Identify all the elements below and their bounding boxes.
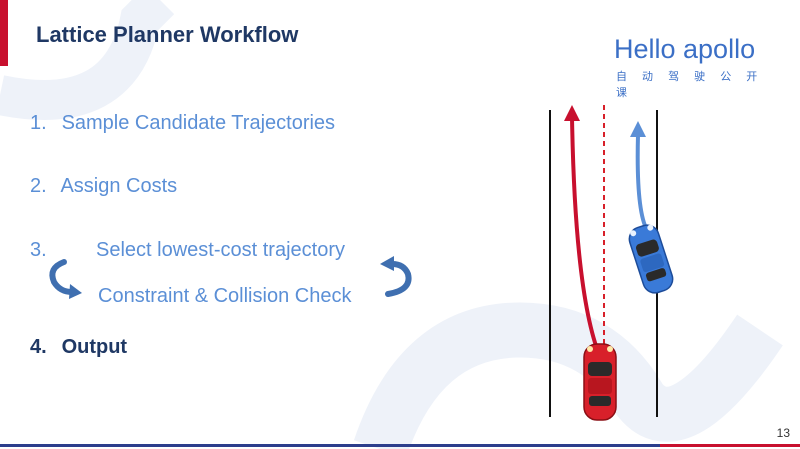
driving-scene: [549, 105, 674, 421]
step-2: 2. Assign Costs: [30, 175, 177, 198]
step-label: Output: [61, 336, 128, 358]
blue-trajectory-arrowhead: [630, 121, 646, 137]
red-car-icon: [583, 343, 617, 421]
logo-subtitle: 自 动 驾 驶 公 开 课: [616, 71, 764, 99]
loop-arrow-right-icon: [380, 256, 412, 297]
blue-trajectory: [635, 134, 649, 231]
red-trajectory-arrowhead: [564, 105, 580, 121]
footer-line: [0, 444, 800, 447]
step-label: Sample Candidate Trajectories: [61, 112, 336, 134]
step-4: 4. Output: [30, 336, 127, 359]
step-1: 1. Sample Candidate Trajectories: [30, 112, 335, 135]
step-3-sub-label: Constraint & Collision Check: [98, 285, 352, 307]
loop-arrow-left-icon: [49, 259, 82, 299]
red-trajectory: [570, 116, 602, 358]
step-3-number: 3.: [30, 239, 47, 261]
page-number: 13: [776, 426, 790, 440]
logo-text: Hello apollo: [614, 34, 756, 64]
step-3-label: Select lowest-cost trajectory: [96, 239, 345, 261]
footer-line-red: [660, 444, 800, 447]
footer-line-blue: [0, 444, 660, 447]
step-number: 4.: [30, 336, 47, 358]
step-number: 2.: [30, 175, 47, 197]
step-label: Assign Costs: [60, 175, 178, 197]
accent-bar: [0, 0, 8, 66]
blue-car-icon: [628, 224, 674, 294]
step-number: 1.: [30, 112, 47, 134]
logo: Hello apollo 自 动 驾 驶 公 开 课: [614, 34, 764, 100]
page-title: Lattice Planner Workflow: [36, 22, 299, 47]
